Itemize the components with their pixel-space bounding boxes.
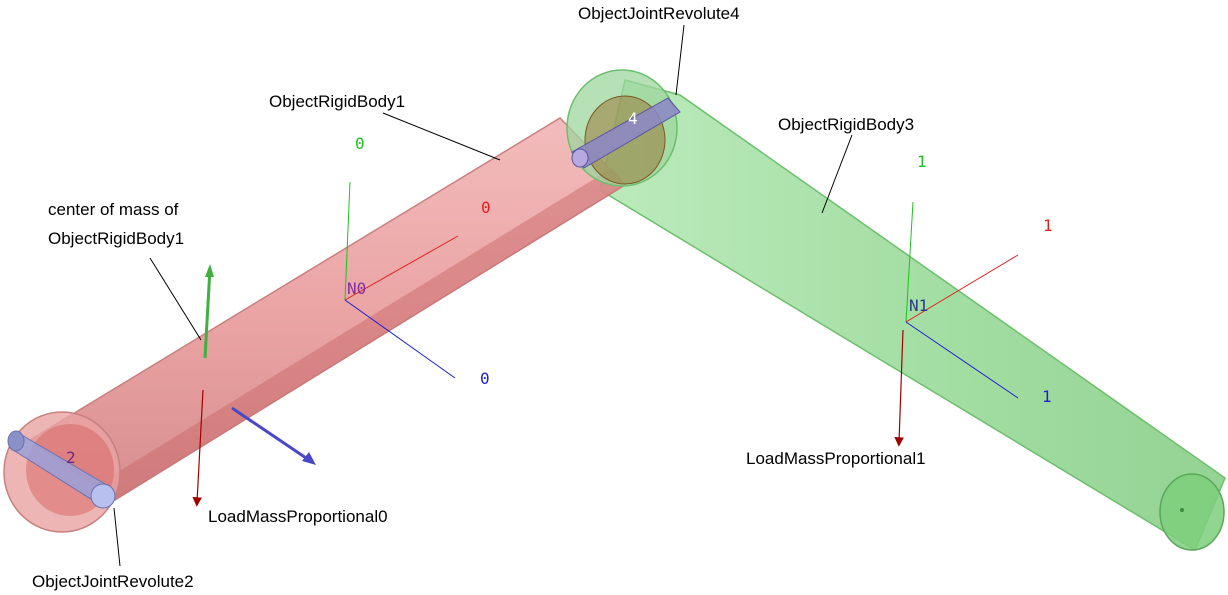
joint-2-pin-tail xyxy=(7,430,25,452)
joint-4-pin-head xyxy=(571,148,589,168)
load-0-arrow xyxy=(192,389,204,507)
leader-joint2 xyxy=(113,507,121,567)
node-1-y-label: 1 xyxy=(917,152,927,171)
com-z-arrow xyxy=(231,406,313,464)
rigid-body-3-shaft xyxy=(599,79,1226,552)
com-y-arrow xyxy=(203,267,212,359)
node-1-z-label: 1 xyxy=(1042,387,1052,406)
callout-leaders xyxy=(113,24,853,567)
com-z-arrowhead xyxy=(302,452,316,465)
com-y-arrowhead xyxy=(205,264,214,277)
callout-load1: LoadMassProportional1 xyxy=(746,449,926,468)
callouts: ObjectJointRevolute4 ObjectRigidBody1 Ob… xyxy=(32,4,926,591)
joint-4-marker-label: 4 xyxy=(628,109,638,128)
node-1-label: N1 xyxy=(909,296,928,315)
callout-body3: ObjectRigidBody3 xyxy=(778,115,914,134)
callout-com-line2: ObjectRigidBody1 xyxy=(48,229,184,248)
leader-body3 xyxy=(821,134,853,214)
revolute-joint-2: 2 xyxy=(7,430,116,509)
node-0-x-label: 0 xyxy=(481,198,491,217)
leader-com xyxy=(149,257,202,341)
node-0-label: N0 xyxy=(347,279,366,298)
node-0-y-label: 0 xyxy=(355,134,365,153)
rigid-body-3-end-cap xyxy=(1159,473,1225,551)
center-of-mass-marker xyxy=(203,264,316,465)
rigid-body-1 xyxy=(3,117,627,533)
callout-joint2: ObjectJointRevolute2 xyxy=(32,572,194,591)
revolute-joint-4: 4 xyxy=(566,69,681,187)
leader-joint4 xyxy=(675,24,685,96)
callout-com-line1: center of mass of xyxy=(48,200,179,219)
rigid-body-3-end-point xyxy=(1180,508,1184,512)
joint-2-pin-head xyxy=(90,483,116,509)
load-1-arrow xyxy=(894,329,904,447)
callout-joint4: ObjectJointRevolute4 xyxy=(578,4,740,23)
callout-load0: LoadMassProportional0 xyxy=(208,507,388,526)
rigid-body-1-shaft xyxy=(28,117,627,501)
joint-2-marker-label: 2 xyxy=(66,448,76,467)
rigid-body-3 xyxy=(599,79,1226,552)
node-0-y-axis xyxy=(344,181,351,301)
leader-body1 xyxy=(382,112,501,161)
load-arrows xyxy=(192,329,904,507)
node-0-frame: 0 0 0 N0 xyxy=(344,134,491,388)
callout-body1: ObjectRigidBody1 xyxy=(269,92,405,111)
rigid-body-1-underside xyxy=(108,168,625,500)
node-0-z-axis xyxy=(344,299,456,379)
node-1-z-axis xyxy=(905,321,1019,399)
node-1-x-label: 1 xyxy=(1043,216,1053,235)
node-1-x-axis xyxy=(905,254,1019,323)
node-0-x-axis xyxy=(344,235,459,301)
node-1-frame: 1 1 1 N1 xyxy=(905,152,1053,406)
node-1-y-axis xyxy=(905,201,914,323)
node-0-z-label: 0 xyxy=(480,369,490,388)
